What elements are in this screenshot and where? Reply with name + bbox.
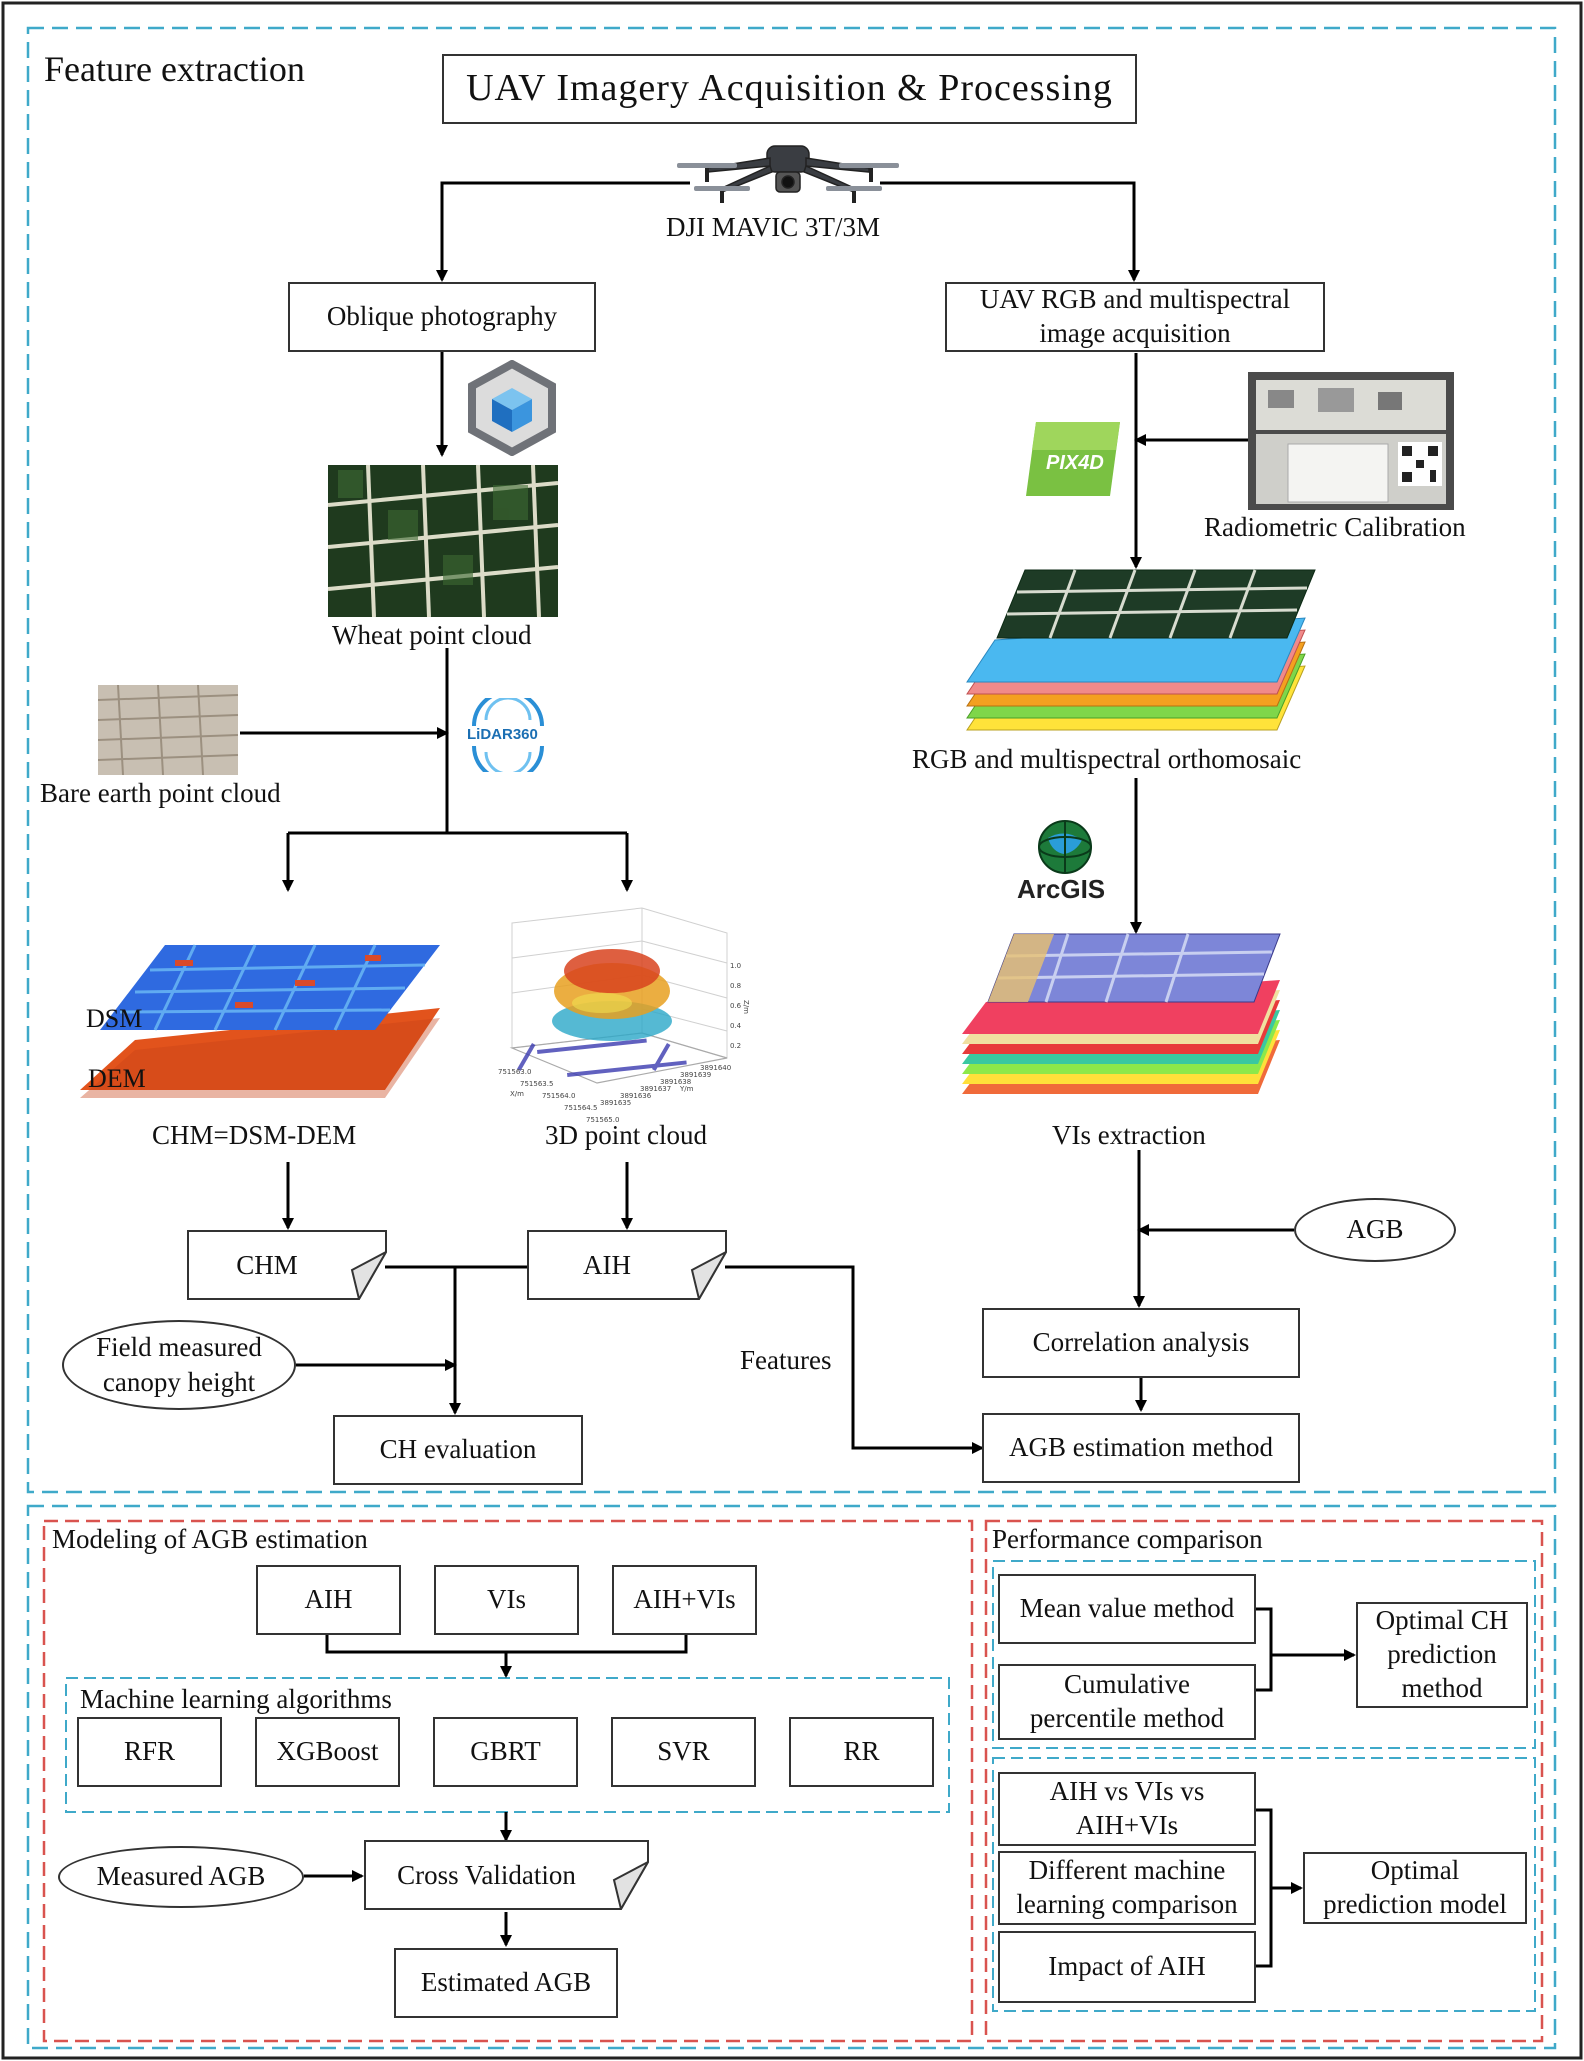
- vis-stack: [962, 933, 1281, 1094]
- optimal-ch-line3: method: [1401, 1672, 1483, 1703]
- ch-evaluation-box: CH evaluation: [333, 1415, 583, 1485]
- optimal-ch-line1: Optimal CH: [1375, 1605, 1509, 1636]
- aih-vs-vis-line2: AIH+VIs: [1075, 1810, 1179, 1840]
- agb-estimation-method-box: AGB estimation method: [982, 1413, 1300, 1483]
- chm-box: CHM: [187, 1230, 387, 1300]
- dsm-label: DSM: [86, 1004, 143, 1033]
- measured-agb-ellipse: Measured AGB: [58, 1846, 304, 1908]
- uav-rgb-line1: UAV RGB and multispectral: [979, 284, 1291, 315]
- cross-validation-box: Cross Validation: [364, 1840, 649, 1910]
- input-vis-box: VIs: [434, 1565, 579, 1635]
- aih-box: AIH: [527, 1230, 727, 1300]
- drone-label: DJI MAVIC 3T/3M: [666, 212, 881, 242]
- arcgis-globe-icon: [1038, 820, 1092, 874]
- cumulative-line2: percentile method: [1029, 1703, 1225, 1733]
- oblique-photography-box: Oblique photography: [288, 282, 596, 352]
- vis-extraction-label: VIs extraction: [1052, 1120, 1206, 1150]
- agb-ellipse: AGB: [1294, 1198, 1456, 1262]
- mean-value-method-box: Mean value method: [998, 1574, 1256, 1644]
- algorithm-svr-box: SVR: [611, 1717, 756, 1787]
- field-measured-ellipse: Field measured canopy height: [62, 1320, 296, 1410]
- pix4d-logo-icon: [1026, 422, 1120, 496]
- arcgis-logo-text: ArcGIS: [1017, 874, 1106, 904]
- features-label: Features: [740, 1345, 832, 1375]
- radiometric-panel-image: [1248, 372, 1454, 510]
- aih-text: AIH: [583, 1249, 631, 1280]
- lidar360-logo-icon: [472, 698, 544, 772]
- input-aih-vis-box: AIH+VIs: [612, 1565, 757, 1635]
- bare-earth-image: [98, 685, 238, 775]
- optimal-model-line2: prediction model: [1323, 1889, 1507, 1919]
- wheat-aerial-image: [328, 465, 558, 617]
- algorithm-rr-box: RR: [789, 1717, 934, 1787]
- dem-label: DEM: [88, 1064, 146, 1093]
- input-aih-box: AIH: [256, 1565, 401, 1635]
- correlation-analysis-box: Correlation analysis: [982, 1308, 1300, 1378]
- orthomosaic-label: RGB and multispectral orthomosaic: [912, 744, 1302, 774]
- drone-icon: [677, 145, 899, 203]
- ml-comparison-line1: Different machine: [1028, 1855, 1226, 1886]
- section-title-ml-algorithms: Machine learning algorithms: [80, 1684, 392, 1714]
- optimal-model-line1: Optimal: [1370, 1855, 1460, 1886]
- section-title-feature-extraction: Feature extraction: [44, 49, 305, 89]
- wheat-point-cloud-label: Wheat point cloud: [332, 620, 532, 650]
- chm-text: CHM: [236, 1249, 298, 1280]
- radiometric-calibration-label: Radiometric Calibration: [1204, 512, 1466, 542]
- cube-software-icon: [468, 360, 556, 456]
- dsm-dem-layers: [80, 944, 440, 1098]
- aih-vs-vis-line1: AIH vs VIs vs: [1049, 1776, 1205, 1807]
- lidar360-logo-text: LiDAR360: [467, 726, 538, 743]
- algorithm-gbrt-box: GBRT: [433, 1717, 578, 1787]
- impact-of-aih-box: Impact of AIH: [998, 1931, 1256, 2003]
- point-cloud-3d-label: 3D point cloud: [545, 1120, 707, 1150]
- bare-earth-label: Bare earth point cloud: [40, 778, 281, 808]
- section-title-performance: Performance comparison: [992, 1524, 1263, 1554]
- cross-validation-text: Cross Validation: [397, 1859, 576, 1890]
- optimal-ch-line2: prediction: [1387, 1639, 1497, 1670]
- ml-comparison-line2: learning comparison: [1016, 1889, 1238, 1919]
- point-cloud-3d-plot: [509, 907, 728, 1084]
- orthomosaic-stack: [966, 569, 1316, 731]
- pix4d-logo-text: PIX4D: [1046, 452, 1104, 474]
- main-title: UAV Imagery Acquisition & Processing: [442, 54, 1137, 124]
- cumulative-line1: Cumulative: [1064, 1669, 1190, 1700]
- algorithm-rfr-box: RFR: [77, 1717, 222, 1787]
- uav-rgb-line2: image acquisition: [1039, 318, 1231, 348]
- estimated-agb-box: Estimated AGB: [394, 1948, 618, 2018]
- section-title-modeling: Modeling of AGB estimation: [52, 1524, 368, 1554]
- algorithm-xgboost-box: XGBoost: [255, 1717, 400, 1787]
- field-measured-line2: canopy height: [102, 1367, 256, 1397]
- field-measured-line1: Field measured: [96, 1331, 262, 1362]
- chm-formula-label: CHM=DSM-DEM: [152, 1120, 357, 1150]
